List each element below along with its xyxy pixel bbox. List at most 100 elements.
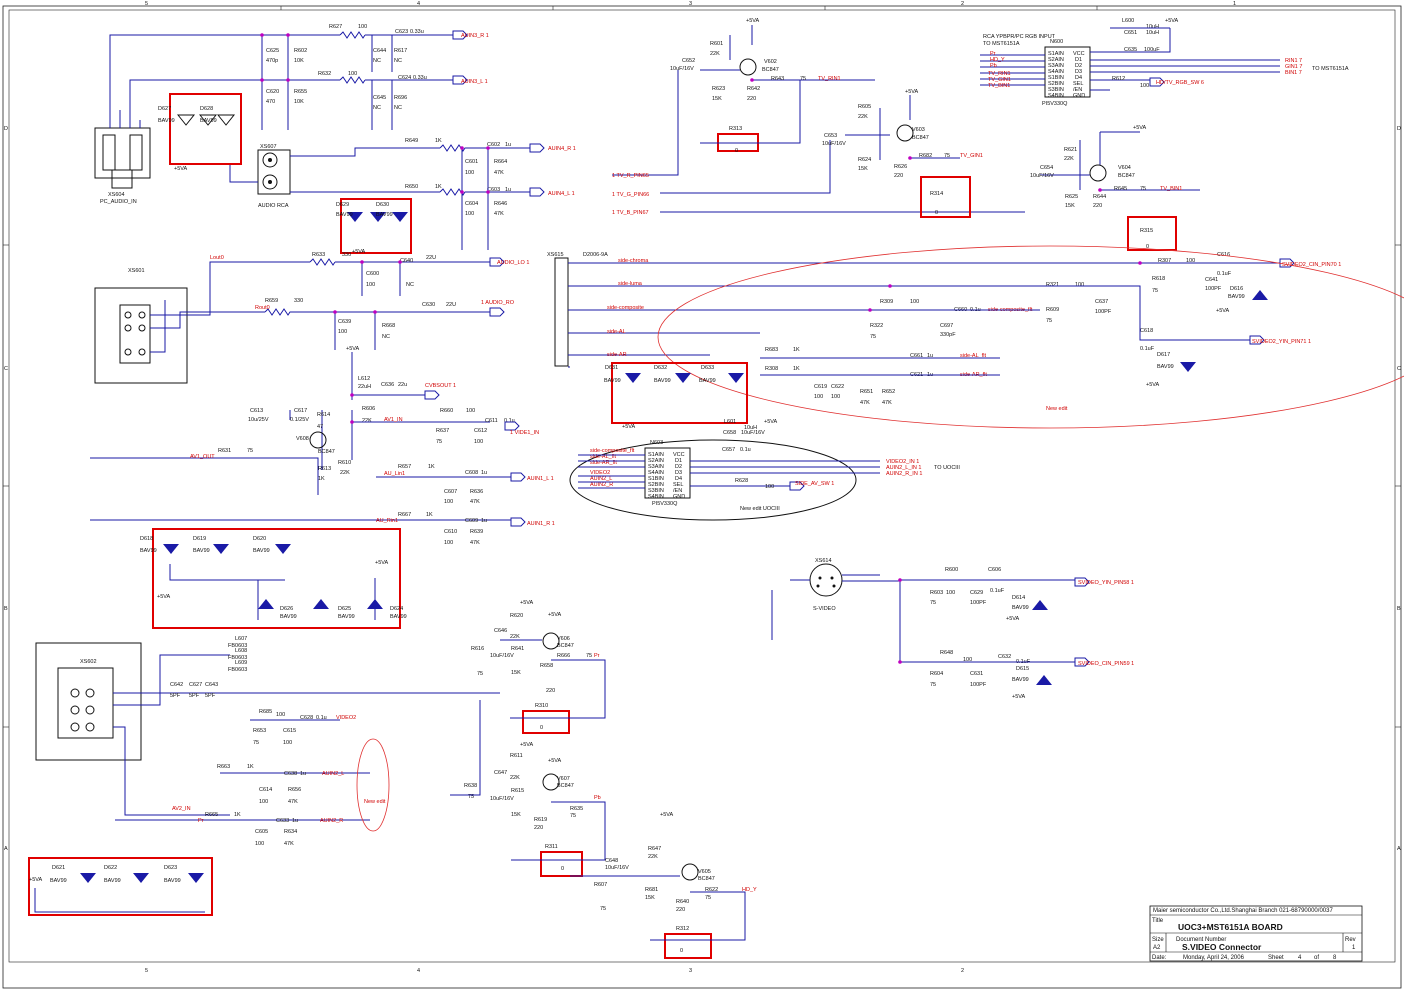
svg-text:C622: C622 — [831, 384, 844, 390]
svg-text:BAV99: BAV99 — [336, 212, 353, 218]
svg-text:FB0603: FB0603 — [228, 643, 247, 649]
svg-text:10uH: 10uH — [744, 425, 757, 431]
svg-text:C631: C631 — [970, 671, 983, 677]
svg-text:220: 220 — [894, 173, 903, 179]
svg-text:R641: R641 — [511, 646, 524, 652]
svg-text:75: 75 — [800, 76, 806, 82]
svg-text:D628: D628 — [200, 106, 213, 112]
svg-text:R635: R635 — [570, 806, 583, 812]
svg-text:100: 100 — [255, 841, 264, 847]
svg-text:220: 220 — [546, 688, 555, 694]
svg-text:0: 0 — [561, 866, 564, 872]
svg-text:C637: C637 — [1095, 299, 1108, 305]
svg-text:R648: R648 — [940, 650, 953, 656]
svg-text:BC847: BC847 — [557, 783, 574, 789]
svg-text:R604: R604 — [930, 671, 943, 677]
highlight-d621-d623 — [28, 857, 213, 916]
svg-text:22U: 22U — [426, 255, 436, 261]
svg-text:D631: D631 — [605, 365, 618, 371]
svg-text:BAV99: BAV99 — [140, 548, 157, 554]
svg-text:C620: C620 — [266, 89, 279, 95]
svg-text:AUDIO_LO 1: AUDIO_LO 1 — [497, 260, 529, 266]
svg-text:1u: 1u — [927, 353, 933, 359]
svg-text:GIN1 7: GIN1 7 — [1285, 64, 1302, 70]
svg-text:D2: D2 — [675, 464, 682, 470]
svg-text:C624: C624 — [398, 75, 411, 81]
svg-text:Date:: Date: — [1152, 955, 1167, 961]
svg-text:0.1uF: 0.1uF — [1217, 271, 1232, 277]
svg-text:100PF: 100PF — [970, 600, 987, 606]
svg-text:47K: 47K — [470, 540, 480, 546]
svg-text:S1BIN: S1BIN — [648, 476, 664, 482]
svg-text:C: C — [4, 366, 8, 372]
svg-text:1u: 1u — [481, 470, 487, 476]
svg-text:0.1u: 0.1u — [316, 715, 327, 721]
svg-text:Lout0: Lout0 — [210, 255, 224, 261]
svg-text:BAV99: BAV99 — [193, 548, 210, 554]
svg-text:1 VIDE1_IN: 1 VIDE1_IN — [510, 430, 539, 436]
svg-text:C619: C619 — [814, 384, 827, 390]
svg-text:S2BIN: S2BIN — [648, 482, 664, 488]
svg-text:R685: R685 — [259, 709, 272, 715]
svg-text:C644: C644 — [373, 48, 386, 54]
svg-text:10uF/16V: 10uF/16V — [605, 865, 629, 871]
svg-text:R651: R651 — [860, 389, 873, 395]
svg-text:5: 5 — [145, 968, 148, 974]
svg-text:D614: D614 — [1012, 595, 1025, 601]
svg-text:22K: 22K — [510, 775, 520, 781]
svg-text:+5VA: +5VA — [660, 812, 674, 818]
svg-text:PC_AUDIO_IN: PC_AUDIO_IN — [100, 199, 137, 205]
svg-text:R617: R617 — [394, 48, 407, 54]
svg-text:of: of — [1314, 955, 1319, 961]
svg-text:N603: N603 — [650, 440, 663, 446]
svg-text:C638: C638 — [284, 771, 297, 777]
svg-text:R647: R647 — [648, 846, 661, 852]
svg-text:75: 75 — [930, 682, 936, 688]
svg-text:PI5V330Q: PI5V330Q — [652, 501, 678, 507]
svg-text:100PF: 100PF — [970, 682, 987, 688]
svg-text:100: 100 — [946, 590, 955, 596]
svg-text:100: 100 — [259, 799, 268, 805]
ic-n603: N603 S1AIN S2AIN S3AIN S4AIN S1BIN S2BIN… — [569, 419, 960, 521]
svg-text:BC847: BC847 — [698, 876, 715, 882]
svg-text:C608: C608 — [465, 470, 478, 476]
svg-text:C642: C642 — [170, 682, 183, 688]
svg-text:8: 8 — [1333, 955, 1337, 961]
svg-text:AUIN3_R 1: AUIN3_R 1 — [461, 33, 489, 39]
svg-text:+5VA: +5VA — [1133, 125, 1147, 131]
svg-text:B: B — [1397, 606, 1401, 612]
svg-text:D615: D615 — [1016, 666, 1029, 672]
highlight-d618-d624 — [152, 528, 401, 629]
svg-text:New edit: New edit — [364, 799, 386, 805]
svg-text:R314: R314 — [930, 191, 943, 197]
svg-text:C: C — [1397, 366, 1401, 372]
svg-text:C607: C607 — [444, 489, 457, 495]
svg-text:1u: 1u — [505, 142, 511, 148]
svg-text:NC: NC — [406, 282, 414, 288]
svg-text:FB0603: FB0603 — [228, 655, 247, 661]
svg-text:100: 100 — [283, 740, 292, 746]
svg-text:D621: D621 — [52, 865, 65, 871]
svg-text:+5VA: +5VA — [1216, 308, 1230, 314]
svg-text:100: 100 — [1140, 83, 1149, 89]
svg-text:Pr: Pr — [594, 653, 600, 659]
svg-text:330: 330 — [294, 298, 303, 304]
title-block: Maier semiconductor Co.,Ltd.Shanghai Bra… — [1149, 905, 1363, 962]
svg-text:C600: C600 — [366, 271, 379, 277]
svg-text:C658: C658 — [723, 430, 736, 436]
svg-text:100: 100 — [1186, 258, 1195, 264]
svg-text:C605: C605 — [255, 829, 268, 835]
svg-text:AUIN1_L 1: AUIN1_L 1 — [527, 476, 554, 482]
svg-text:BAV99: BAV99 — [604, 378, 621, 384]
svg-text:R640: R640 — [676, 899, 689, 905]
svg-text:22uH: 22uH — [358, 384, 371, 390]
svg-text:side-composite_flt: side-composite_flt — [590, 448, 635, 454]
svg-text:S2BIN: S2BIN — [1048, 81, 1064, 87]
svg-text:D617: D617 — [1157, 352, 1170, 358]
svg-text:C623: C623 — [395, 29, 408, 35]
svg-text:C612: C612 — [474, 428, 487, 434]
svg-text:10uH: 10uH — [1146, 30, 1159, 36]
